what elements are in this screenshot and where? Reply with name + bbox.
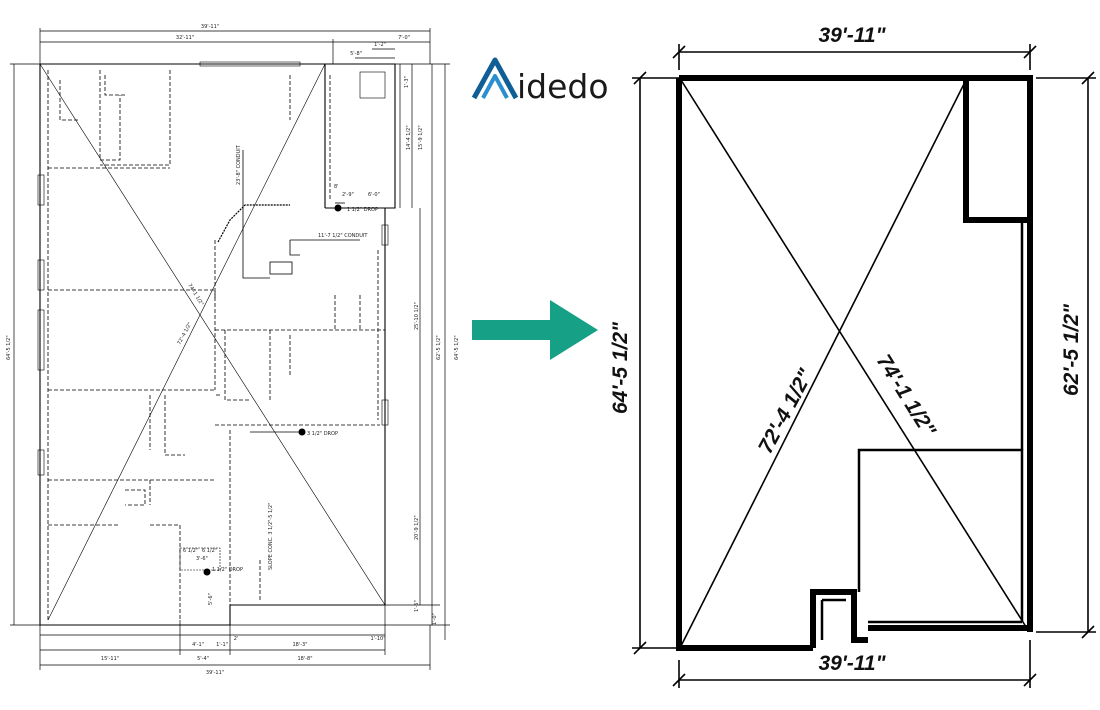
note-drop-2: 3 1/2" DROP — [307, 431, 338, 437]
dim-right-9: 1'-5" — [414, 600, 420, 612]
right-dimension-lines — [230, 63, 450, 640]
left-diag-2-label: 74'-1 1/2" — [186, 283, 204, 307]
right-dim-bottom: 39'-11" — [818, 652, 886, 675]
right-dim-left: 64'-5 1/2" — [609, 321, 632, 414]
dim-right-4: 25'-10 1/2" — [414, 302, 420, 330]
note-dim-f: 5'-6" — [208, 593, 214, 605]
interior-walls — [47, 70, 385, 620]
dim-bottom-1: 15'-11" — [101, 656, 119, 662]
logo-mark-icon — [471, 57, 519, 100]
note-drop-1: 1 1/2" DROP — [347, 207, 378, 213]
dim-top-overall: 39'-11" — [201, 24, 219, 30]
left-diagonals — [39, 63, 386, 621]
note-slope: SLOPE CONC. 3 1/2"-5 1/2" — [268, 503, 274, 570]
dim-bottom-5: 2' — [234, 636, 239, 642]
note-dim-e: 3'-6" — [196, 556, 208, 562]
top-dimension-lines — [39, 28, 431, 64]
dim-right-3: 1'-3" — [404, 76, 410, 88]
outline-walls — [676, 75, 1033, 651]
bottom-dimension-lines — [39, 605, 431, 670]
dim-top-main: 32'-11" — [176, 35, 194, 41]
dim-bottom-6: 18'-3" — [292, 642, 307, 648]
logo-text: idedo — [517, 67, 609, 106]
dim-top-notch: 5'-8" — [350, 51, 362, 57]
simplified-floor-plan: 72'-4 1/2" 74'-1 1/2" 39'-11" 39'-11" — [609, 24, 1096, 688]
note-dim-g: 8' — [334, 184, 339, 190]
dim-bottom-8: 1'-10" — [370, 636, 385, 642]
dim-right-1: 14'-4 1/2" — [406, 125, 412, 150]
arrow-icon — [472, 300, 598, 360]
dim-right-8: 1'-0" — [432, 613, 438, 625]
building-outline — [39, 63, 396, 626]
dim-bottom-7: 18'-8" — [297, 656, 312, 662]
dim-right-6: 64'-5 1/2" — [454, 335, 460, 360]
drop-marker-3 — [203, 568, 211, 576]
corner-fixture — [359, 71, 386, 99]
note-drop-3: 1 1/2" DROP — [212, 567, 243, 573]
right-dim-right: 62'-5 1/2" — [1060, 303, 1083, 396]
conduit-lines — [242, 150, 360, 433]
stair-hatch — [217, 204, 293, 275]
detailed-floor-plan: 39'-11" 32'-11" 7'-0" 5'-8" 1'-2" — [6, 24, 460, 676]
dim-bottom-overall: 39'-11" — [206, 670, 224, 676]
dim-right-5: 62'-5 1/2" — [436, 335, 442, 360]
note-dim-c: 6 1/2" — [183, 548, 198, 554]
right-diag-2-label: 74'-1 1/2" — [872, 350, 941, 441]
left-dimension-line — [10, 63, 40, 626]
right-left-dimension — [632, 71, 679, 655]
note-dim-a: 2'-9" — [342, 192, 354, 198]
outline-inner — [820, 222, 1024, 640]
right-bottom-dimension — [672, 640, 1037, 688]
dim-top-small: 1'-2" — [374, 42, 386, 48]
right-diagonals — [680, 79, 1029, 647]
right-diag-1-label: 72'-4 1/2" — [754, 364, 818, 457]
exterior-openings — [37, 61, 389, 476]
right-top-dimension — [672, 44, 1037, 70]
note-conduit-1: 23'-8" CONDUIT — [236, 144, 242, 185]
right-dim-top: 39'-11" — [818, 24, 886, 47]
dim-top-right: 7'-0" — [398, 35, 410, 41]
note-conduit-2: 11'-7 1/2" CONDUIT — [318, 233, 368, 239]
dim-bottom-4: 1'-1" — [216, 642, 228, 648]
dim-right-2: 15'-9 1/2" — [418, 125, 424, 150]
dim-right-7: 20'-9 1/2" — [414, 515, 420, 540]
note-dim-d: 6 1/2" — [202, 548, 217, 554]
dim-left-overall: 64'-5 1/2" — [6, 335, 12, 360]
dim-bottom-3: 5'-4" — [197, 656, 209, 662]
brand-logo: idedo — [471, 57, 609, 106]
dim-bottom-2: 4'-1" — [192, 642, 204, 648]
right-right-dimension — [1036, 71, 1096, 639]
drop-marker-2 — [298, 428, 306, 436]
note-dim-b: 6'-0" — [368, 192, 380, 198]
drop-marker-1 — [334, 204, 342, 212]
mech-room — [179, 547, 221, 571]
